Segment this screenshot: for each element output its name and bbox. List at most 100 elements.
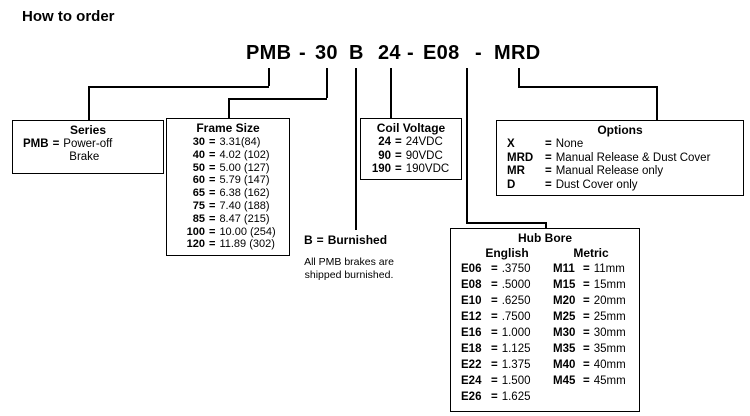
hub-bore-connector-line: [545, 222, 547, 229]
series-code: PMB: [23, 138, 49, 150]
equals-sign: =: [209, 199, 216, 212]
equals-sign: =: [491, 327, 498, 339]
series-description-line2: Brake: [69, 151, 100, 163]
hub-bore-row: E24=1.500: [461, 375, 531, 387]
frame-size-row: 30=3.31(84): [192, 136, 261, 148]
equals-sign: =: [209, 212, 216, 225]
part-number-options-segment: MRD: [494, 42, 541, 64]
hub-bore-metric-list: M11=11mm M15=15mm M20=20mm M25=25mm M30=…: [553, 261, 629, 389]
equals-sign: =: [209, 136, 216, 148]
equals-sign: =: [583, 295, 590, 307]
hub-bore-row: E22=1.375: [461, 359, 531, 371]
equals-sign: =: [545, 138, 552, 150]
series-entry: PMB = Power-off Brake: [13, 138, 163, 164]
hub-bore-row: M25=25mm: [553, 311, 626, 323]
equals-sign: =: [491, 263, 498, 275]
part-number-dash-2: -: [407, 42, 414, 64]
hub-bore-row: E12=.7500: [461, 311, 531, 323]
part-number-frame-size-segment: 30: [315, 42, 338, 64]
hub-bore-row: M30=30mm: [553, 327, 626, 339]
frame-size-list: 30=3.31(84) 40=4.02 (102) 50=5.00 (127) …: [167, 136, 289, 251]
equals-sign: =: [583, 343, 590, 355]
equals-sign: =: [209, 161, 216, 174]
part-number-hub-bore-segment: E08: [423, 42, 460, 64]
frame-size-row: 60=5.79 (147): [192, 174, 270, 187]
frame-size-connector-line: [228, 98, 230, 118]
frame-size-connector-line: [228, 98, 327, 100]
hub-bore-row: M20=20mm: [553, 295, 626, 307]
hub-bore-row: E06=.3750: [461, 263, 531, 275]
equals-sign: =: [491, 279, 498, 291]
frame-size-connector-line: [326, 68, 328, 98]
part-number-series-segment: PMB: [246, 42, 292, 64]
equals-sign: =: [395, 149, 402, 162]
options-row: D=Dust Cover only: [507, 178, 638, 191]
part-number-dash-3: -: [475, 42, 482, 64]
coil-voltage-connector-line: [390, 68, 392, 118]
hub-bore-metric-header: Metric: [573, 246, 609, 260]
hub-bore-columns: English E06=.3750 E08=.5000 E10=.6250 E1…: [451, 245, 639, 405]
series-box-title: Series: [69, 123, 107, 137]
equals-sign: =: [209, 148, 216, 161]
hub-bore-row: M45=45mm: [553, 375, 626, 387]
hub-bore-row: M35=35mm: [553, 343, 626, 355]
frame-size-row: 120=11.89 (302): [186, 238, 275, 251]
options-list: X=None MRD=Manual Release & Dust Cover M…: [497, 138, 743, 192]
page-title: How to order: [22, 8, 115, 25]
hub-bore-connector-line: [466, 222, 546, 224]
burnished-code: B: [304, 233, 313, 247]
hub-bore-row: M40=40mm: [553, 359, 626, 371]
equals-sign: =: [545, 165, 552, 177]
equals-sign: =: [491, 295, 498, 307]
options-row: MR=Manual Release only: [507, 165, 664, 177]
hub-bore-box: Hub Bore English E06=.3750 E08=.5000 E10…: [450, 228, 640, 412]
equals-sign: =: [395, 136, 402, 148]
burnished-note: B = Burnished All PMB brakes are shipped…: [296, 233, 402, 282]
burnished-connector-line: [355, 68, 357, 230]
equals-sign: =: [583, 375, 590, 387]
burnished-footnote: All PMB brakes are shipped burnished.: [296, 256, 402, 282]
frame-size-row: 40=4.02 (102): [192, 148, 270, 161]
frame-size-box: Frame Size 30=3.31(84) 40=4.02 (102) 50=…: [166, 118, 290, 256]
burnished-entry: B = Burnished: [296, 233, 402, 247]
part-number-coil-voltage-segment: 24: [378, 42, 401, 64]
hub-bore-metric-column: Metric M11=11mm M15=15mm M20=20mm M25=25…: [553, 246, 629, 405]
equals-sign: =: [52, 138, 60, 150]
series-connector-line: [88, 86, 90, 120]
options-connector-line: [656, 86, 658, 120]
hub-bore-row: M15=15mm: [553, 279, 626, 291]
equals-sign: =: [395, 163, 402, 175]
equals-sign: =: [491, 375, 498, 387]
series-connector-line: [88, 86, 269, 88]
hub-bore-row: E16=1.000: [461, 327, 531, 339]
equals-sign: =: [491, 343, 498, 355]
options-connector-line: [518, 68, 520, 86]
options-row: X=None: [507, 138, 584, 150]
frame-size-row: 65=6.38 (162): [192, 187, 270, 200]
hub-bore-row: E08=.5000: [461, 279, 531, 291]
coil-voltage-row: 190=190VDC: [371, 163, 450, 175]
hub-bore-row: E18=1.125: [461, 343, 531, 355]
hub-bore-row: E26=1.625: [461, 391, 531, 403]
equals-sign: =: [545, 178, 552, 191]
coil-voltage-row: 90=90VDC: [378, 149, 443, 162]
equals-sign: =: [545, 151, 552, 164]
equals-sign: =: [583, 279, 590, 291]
options-row: MRD=Manual Release & Dust Cover: [507, 151, 711, 164]
equals-sign: =: [491, 359, 498, 371]
equals-sign: =: [491, 311, 498, 323]
equals-sign: =: [316, 233, 324, 247]
equals-sign: =: [209, 174, 216, 187]
hub-bore-english-header: English: [485, 246, 529, 260]
options-box-title: Options: [597, 123, 643, 137]
frame-size-box-title: Frame Size: [196, 121, 260, 135]
series-box: Series PMB = Power-off Brake: [12, 120, 164, 174]
part-number-dash-1: -: [299, 42, 306, 64]
frame-size-row: 50=5.00 (127): [192, 161, 270, 174]
equals-sign: =: [583, 263, 590, 275]
equals-sign: =: [209, 225, 216, 238]
hub-bore-row: M11=11mm: [553, 263, 625, 275]
coil-voltage-list: 24=24VDC 90=90VDC 190=190VDC: [361, 136, 461, 177]
series-description-line1: Power-off: [63, 138, 113, 150]
